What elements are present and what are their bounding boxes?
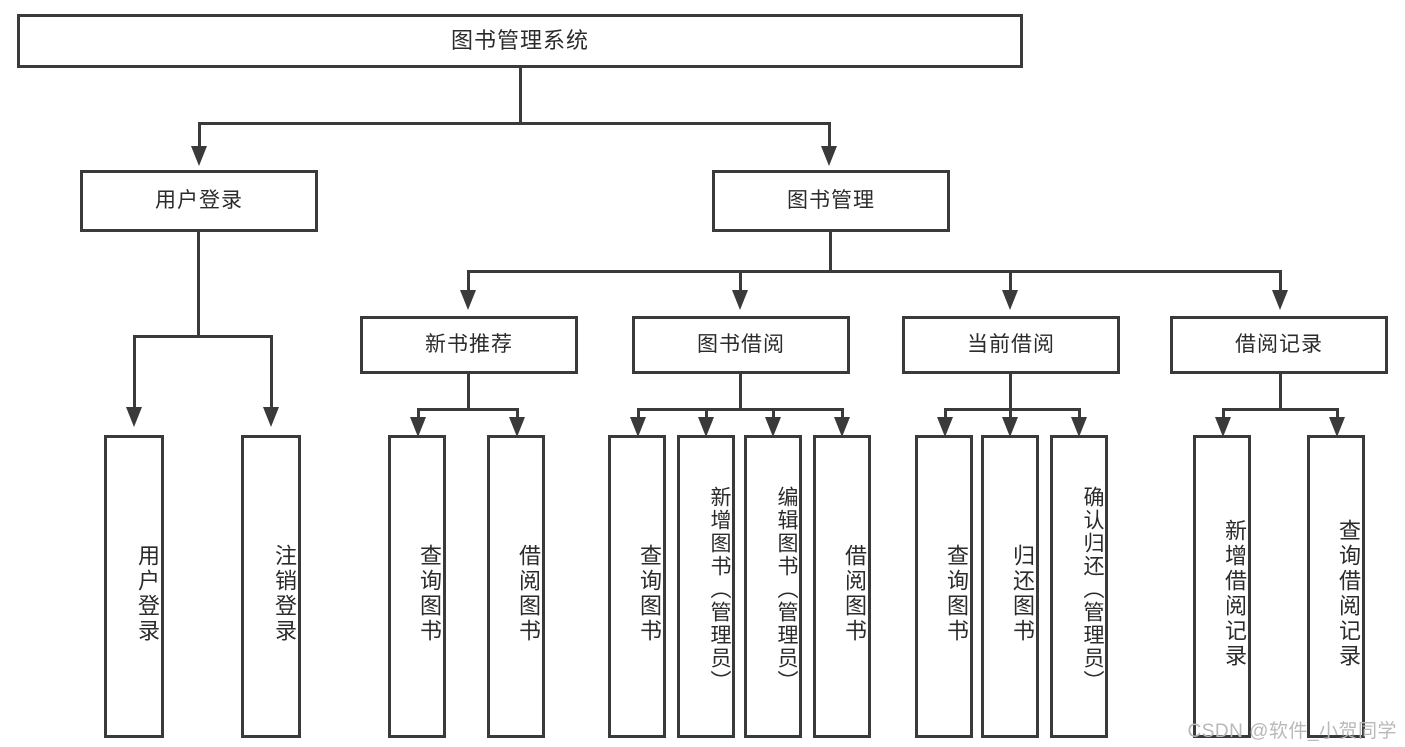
connector-current-borrow-bus [944, 408, 1081, 411]
node-book-management[interactable]: 图书管理 [712, 170, 950, 232]
node-new-book-recommend[interactable]: 新书推荐 [360, 316, 578, 374]
connector-borrow-record-stem [1279, 374, 1282, 410]
leaf-logout[interactable]: 注销登录 [241, 435, 301, 738]
connector-level2-bus [198, 122, 831, 125]
leaf-nbr-query-book[interactable]: 查询图书 [388, 435, 446, 738]
connector-user-login-drop-2 [270, 335, 273, 409]
node-borrow-record[interactable]: 借阅记录 [1170, 316, 1388, 374]
arrowhead-to-bb-query-book [630, 417, 646, 437]
connector-level2-drop-right [828, 122, 831, 148]
arrowhead-to-cb-confirm-return [1071, 417, 1087, 437]
connector-user-login-stem [197, 232, 200, 338]
leaf-cb-confirm-return[interactable]: 确认归还（管理员） [1050, 435, 1108, 738]
node-current-borrow[interactable]: 当前借阅 [902, 316, 1120, 374]
connector-br-drop-2 [1336, 408, 1339, 420]
connector-new-book-recommend-stem [467, 374, 470, 410]
connector-borrow-record-bus [1222, 408, 1339, 411]
connector-cb-drop-1 [944, 408, 947, 420]
arrowhead-to-user-login-leaf [126, 407, 142, 427]
arrowhead-to-current-borrow [1002, 290, 1018, 310]
connector-cb-drop-2 [1009, 408, 1012, 420]
connector-book-borrow-bus [637, 408, 844, 411]
arrowhead-to-book-borrow [732, 290, 748, 310]
connector-cb-drop-3 [1078, 408, 1081, 420]
arrowhead-to-cb-return-book [1002, 417, 1018, 437]
leaf-bb-query-book[interactable]: 查询图书 [608, 435, 666, 738]
leaf-cb-query-book[interactable]: 查询图书 [915, 435, 973, 738]
arrowhead-to-book-management [821, 146, 837, 166]
leaf-cb-return-book[interactable]: 归还图书 [981, 435, 1039, 738]
leaf-nbr-borrow-book[interactable]: 借阅图书 [487, 435, 545, 738]
leaf-br-query-record[interactable]: 查询借阅记录 [1307, 435, 1365, 738]
connector-nbr-drop-2 [516, 408, 519, 420]
arrowhead-to-br-add-record [1215, 417, 1231, 437]
connector-user-login-bus [133, 335, 272, 338]
arrowhead-to-nbr-borrow-book [509, 417, 525, 437]
node-book-borrow[interactable]: 图书借阅 [632, 316, 850, 374]
connector-br-drop-1 [1222, 408, 1225, 420]
connector-level3-drop-3 [1009, 270, 1012, 292]
connector-level2-drop-left [198, 122, 201, 148]
arrowhead-to-user-login [191, 146, 207, 166]
connector-nbr-drop-1 [417, 408, 420, 420]
connector-level3-drop-1 [467, 270, 470, 292]
leaf-bb-edit-book[interactable]: 编辑图书（管理员） [744, 435, 802, 738]
connector-level3-drop-4 [1279, 270, 1282, 292]
leaf-bb-add-book[interactable]: 新增图书（管理员） [677, 435, 735, 738]
connector-user-login-drop-1 [133, 335, 136, 409]
leaf-bb-borrow-book[interactable]: 借阅图书 [813, 435, 871, 738]
arrowhead-to-bb-borrow-book [834, 417, 850, 437]
connector-root-stem [519, 68, 522, 124]
arrowhead-to-logout-leaf [263, 407, 279, 427]
connector-current-borrow-stem [1009, 374, 1012, 410]
arrowhead-to-borrow-record [1272, 290, 1288, 310]
node-user-login[interactable]: 用户登录 [80, 170, 318, 232]
connector-bb-drop-1 [637, 408, 640, 420]
connector-new-book-recommend-bus [417, 408, 519, 411]
connector-bb-drop-3 [772, 408, 775, 420]
connector-level3-bus [467, 270, 1281, 273]
connector-bb-drop-2 [705, 408, 708, 420]
node-root-book-management-system[interactable]: 图书管理系统 [17, 14, 1023, 68]
arrowhead-to-new-book-recommend [460, 290, 476, 310]
leaf-br-add-record[interactable]: 新增借阅记录 [1193, 435, 1251, 738]
arrowhead-to-nbr-query-book [410, 417, 426, 437]
connector-book-borrow-stem [739, 374, 742, 410]
arrowhead-to-bb-edit-book [765, 417, 781, 437]
leaf-user-login[interactable]: 用户登录 [104, 435, 164, 738]
connector-bb-drop-4 [841, 408, 844, 420]
arrowhead-to-cb-query-book [937, 417, 953, 437]
arrowhead-to-bb-add-book [698, 417, 714, 437]
arrowhead-to-br-query-record [1329, 417, 1345, 437]
connector-book-management-stem [829, 232, 832, 272]
connector-level3-drop-2 [739, 270, 742, 292]
